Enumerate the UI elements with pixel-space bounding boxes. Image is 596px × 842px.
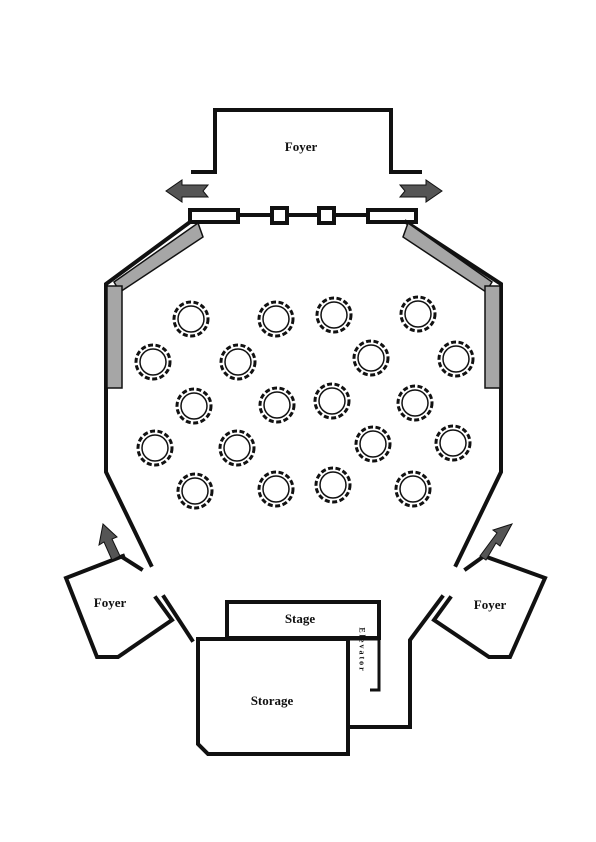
table-top [320, 301, 348, 329]
panel-left [106, 285, 123, 389]
table-top [401, 389, 429, 417]
right-door-frame [366, 208, 418, 224]
table-top [357, 344, 385, 372]
right-foyer-label: Foyer [474, 597, 507, 612]
panel-top-right [402, 221, 494, 294]
table-chairs [175, 387, 213, 425]
table-top [262, 475, 290, 503]
table-top [181, 477, 209, 505]
round-table [136, 429, 174, 467]
stage: Stage [225, 600, 381, 640]
table-top [318, 387, 346, 415]
top-foyer-wall [191, 108, 422, 174]
round-table [258, 386, 296, 424]
main-hall-walls [104, 219, 503, 568]
table-top [262, 305, 290, 333]
stage-label: Stage [285, 611, 316, 626]
table-top [141, 434, 169, 462]
left-foyer: Foyer [63, 523, 195, 659]
round-table [314, 466, 352, 504]
right-exit-arrow [398, 179, 443, 203]
table-top [439, 429, 467, 457]
table-chairs [258, 386, 296, 424]
round-table [134, 343, 172, 381]
table-top [224, 348, 252, 376]
round-table [219, 343, 257, 381]
round-table [257, 300, 295, 338]
table-top [223, 434, 251, 462]
table-chairs [136, 429, 174, 467]
round-table [313, 382, 351, 420]
table-top [359, 430, 387, 458]
table-top [319, 471, 347, 499]
column-left [270, 206, 289, 225]
round-table [175, 387, 213, 425]
right-foyer-arrow [479, 523, 514, 561]
round-table [218, 429, 256, 467]
round-table [434, 424, 472, 462]
top-entrance-wall [188, 206, 418, 225]
table-top [263, 391, 291, 419]
tables-layer [134, 295, 475, 510]
table-chairs [352, 339, 390, 377]
round-table [354, 425, 392, 463]
panel-right [484, 285, 501, 389]
table-chairs [396, 384, 434, 422]
left-exit-arrow [165, 179, 210, 203]
table-chairs [437, 340, 475, 378]
table-top [404, 300, 432, 328]
table-chairs [394, 470, 432, 508]
round-table [172, 300, 210, 338]
table-chairs [315, 296, 353, 334]
round-table [257, 470, 295, 508]
storage-outline [196, 637, 350, 756]
table-top [442, 345, 470, 373]
wall-panels [106, 221, 501, 389]
storage: Storage [196, 637, 350, 756]
table-chairs [219, 343, 257, 381]
table-top [177, 305, 205, 333]
storage-label: Storage [251, 693, 294, 708]
table-top [399, 475, 427, 503]
round-table [176, 472, 214, 510]
left-foyer-label: Foyer [94, 595, 127, 610]
table-chairs [354, 425, 392, 463]
table-chairs [314, 466, 352, 504]
round-table [394, 470, 432, 508]
left-foyer-arrow [98, 523, 121, 561]
table-chairs [434, 424, 472, 462]
table-chairs [172, 300, 210, 338]
right-foyer: Foyer [346, 523, 548, 729]
left-door-frame [188, 208, 240, 224]
round-table [396, 384, 434, 422]
table-chairs [257, 300, 295, 338]
round-table [315, 296, 353, 334]
table-chairs [176, 472, 214, 510]
elevator-outline [348, 637, 381, 692]
table-chairs [134, 343, 172, 381]
top-foyer: Foyer [191, 108, 422, 174]
table-top [139, 348, 167, 376]
table-chairs [257, 470, 295, 508]
elevator: Elevator [348, 627, 381, 692]
round-table [437, 340, 475, 378]
table-top [180, 392, 208, 420]
column-right [317, 206, 336, 225]
table-chairs [399, 295, 437, 333]
round-table [399, 295, 437, 333]
elevator-label: Elevator [358, 627, 367, 672]
table-chairs [218, 429, 256, 467]
table-chairs [313, 382, 351, 420]
panel-top-left [112, 221, 204, 294]
round-table [352, 339, 390, 377]
top-foyer-label: Foyer [285, 139, 318, 154]
